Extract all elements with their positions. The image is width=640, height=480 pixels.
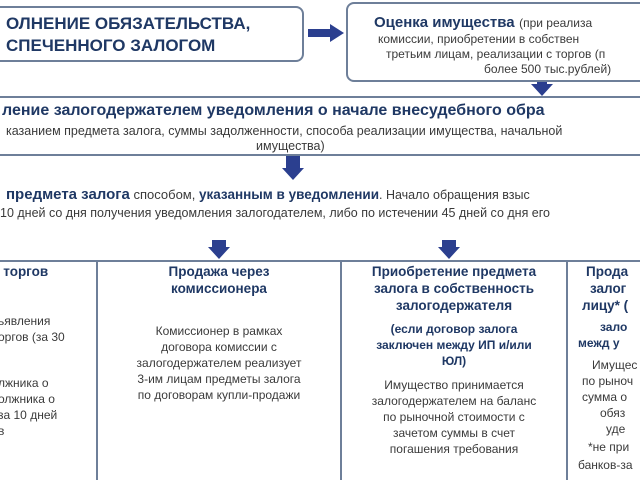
arrow-down-shaft-4 xyxy=(442,240,456,248)
realization-line-1: предмета залога способом, указанным в ув… xyxy=(6,186,530,204)
auction-body-8: в xyxy=(0,424,5,438)
third-party-title-5: межд у xyxy=(578,336,620,350)
arrow-down-shaft-3 xyxy=(212,240,226,248)
acquisition-body-3: по рыночной стоимости с xyxy=(383,410,525,424)
third-party-body-7: банков-за xyxy=(578,458,633,472)
auction-body-6: олжника о xyxy=(0,392,55,406)
acquisition-body-2: залогодержателем на баланс xyxy=(371,394,537,408)
realization-title-tail-2: . Начало обращения взыс xyxy=(379,188,530,202)
acquisition-title-1: Приобретение предмета xyxy=(371,264,537,279)
column-third-party-sale: Прода залог лицу* ( зало межд у Имущес п… xyxy=(568,262,640,480)
arrow-right-icon xyxy=(330,24,344,42)
valuation-line-2: третьим лицам, реализации с торгов (п xyxy=(386,47,606,61)
notice-box: ление залогодержателем уведомления о нач… xyxy=(0,96,640,156)
notice-title: ление залогодержателем уведомления о нач… xyxy=(2,102,545,119)
column-divider-3 xyxy=(566,260,568,480)
realization-title-bold: предмета залога xyxy=(6,186,130,203)
column-commission-sale: Продажа через комиссионера Комиссионер в… xyxy=(98,262,340,480)
realization-title-tail-1: способом, xyxy=(129,187,199,202)
third-party-title-2: залог xyxy=(590,281,627,296)
obligation-title-line-1: ОЛНЕНИЕ ОБЯЗАТЕЛЬСТВА, xyxy=(6,14,251,33)
columns-top-border xyxy=(0,260,640,262)
arrow-down-icon-2 xyxy=(282,168,304,180)
auction-body-7: за 10 дней xyxy=(0,408,58,422)
property-valuation-box: Оценка имущества (при реализа комиссии, … xyxy=(346,2,640,82)
realization-title-bold-2: указанным в уведомлении xyxy=(198,187,380,202)
obligation-box: ОЛНЕНИЕ ОБЯЗАТЕЛЬСТВА, СПЕЧЕННОГО ЗАЛОГО… xyxy=(0,6,304,62)
auction-body-1: ьявления xyxy=(0,314,51,328)
acquisition-note-2: заключен между ИП и/или xyxy=(376,338,532,352)
third-party-body-4: обяз xyxy=(600,406,626,420)
commission-title-2: комиссионера xyxy=(171,281,267,296)
third-party-body-1: Имущес xyxy=(592,358,638,372)
arrow-down-icon-4 xyxy=(438,247,460,259)
commission-body-1: Комиссионер в рамках xyxy=(155,324,283,338)
acquisition-title-3: залогодержателя xyxy=(395,298,513,313)
commission-body-4: 3-им лицам предметы залога xyxy=(137,372,301,386)
valuation-line-3: более 500 тыс.рублей) xyxy=(484,62,612,76)
auction-title: е торгов xyxy=(0,264,49,279)
third-party-body-3: сумма о xyxy=(582,390,628,404)
acquisition-note-1: (если договор залога xyxy=(390,322,518,336)
acquisition-body-1: Имущество принимается xyxy=(384,378,524,392)
third-party-title-4: зало xyxy=(600,320,628,334)
commission-body-2: договора комиссии с xyxy=(161,340,277,354)
arrow-down-icon-1 xyxy=(531,84,553,96)
arrow-right-shaft xyxy=(308,29,330,37)
acquisition-title-2: залога в собственность xyxy=(373,281,535,296)
commission-body-3: залогодержателем реализует xyxy=(136,356,302,370)
acquisition-body-4: зачетом суммы в счет xyxy=(393,426,515,440)
obligation-title-line-2: СПЕЧЕННОГО ЗАЛОГОМ xyxy=(6,36,216,55)
arrow-down-icon-3 xyxy=(208,247,230,259)
notice-line-2: имущества) xyxy=(256,139,325,153)
column-divider-1 xyxy=(96,260,98,480)
acquisition-note-3: ЮЛ) xyxy=(441,354,467,368)
valuation-title-tail: (при реализа xyxy=(519,16,593,30)
column-divider-2 xyxy=(340,260,342,480)
third-party-body-5: уде xyxy=(606,422,626,436)
third-party-body-6: *не при xyxy=(588,440,630,454)
column-pledgee-acquisition: Приобретение предмета залога в собственн… xyxy=(342,262,566,480)
auction-body-2: оргов (за 30 xyxy=(0,330,65,344)
valuation-title-main: Оценка имущества xyxy=(374,14,515,31)
third-party-body-2: по рыноч xyxy=(582,374,634,388)
auction-body-5: лжника о xyxy=(0,376,49,390)
valuation-line-1: комиссии, приобретении в собствен xyxy=(378,32,580,46)
valuation-title: Оценка имущества (при реализа xyxy=(374,14,592,32)
third-party-title-3: лицу* ( xyxy=(582,298,629,313)
notice-line-1: казанием предмета залога, суммы задолжен… xyxy=(6,124,563,138)
commission-body-5: по договорам купли-продажи xyxy=(137,388,301,402)
third-party-title-1: Прода xyxy=(586,264,629,279)
arrow-down-shaft-2 xyxy=(286,156,300,170)
acquisition-body-5: погашения требования xyxy=(389,442,519,456)
column-auction: е торгов ьявления оргов (за 30 лжника о … xyxy=(0,262,96,480)
commission-title-1: Продажа через xyxy=(168,264,270,279)
realization-line-2: 10 дней со дня получения уведомления зал… xyxy=(0,206,550,220)
